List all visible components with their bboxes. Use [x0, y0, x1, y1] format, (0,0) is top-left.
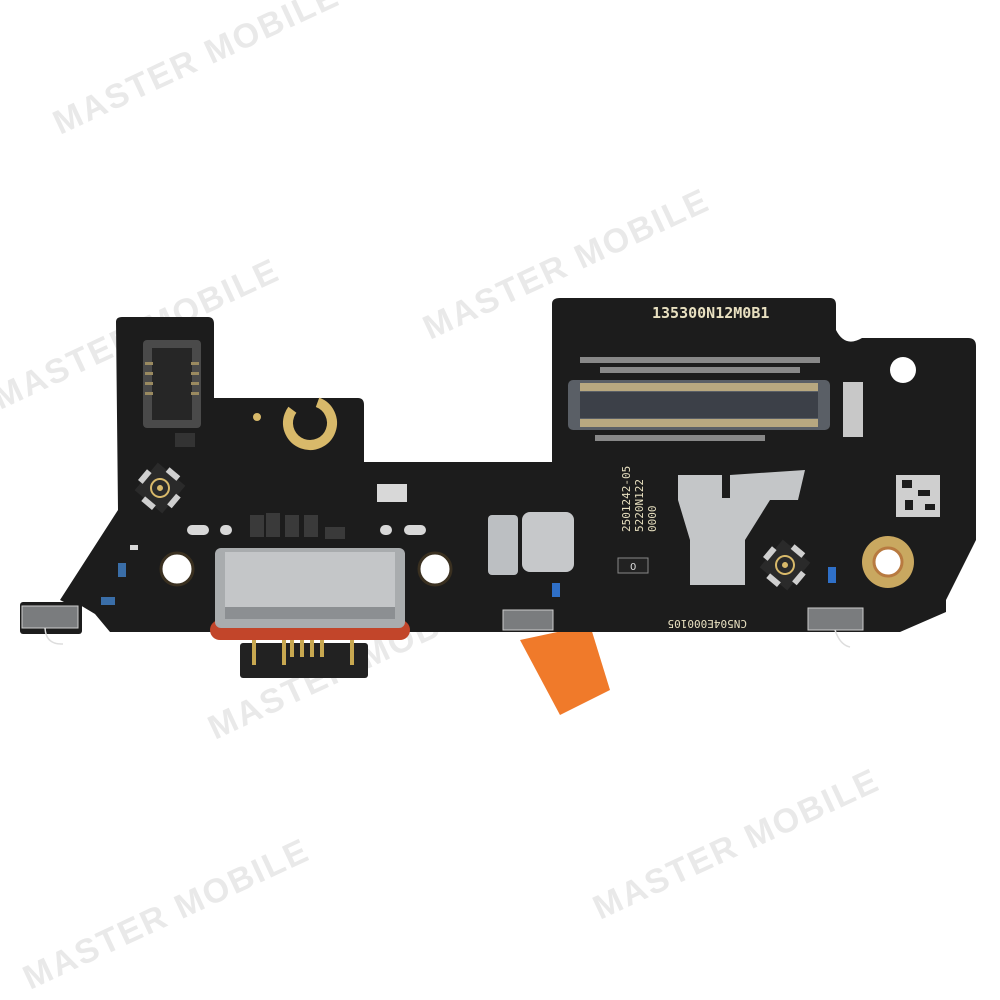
main-btb-connector	[568, 380, 830, 430]
spring-contact	[21, 605, 79, 645]
mounting-hole	[159, 551, 195, 587]
gold-dot	[253, 413, 261, 421]
mounting-hole	[890, 357, 916, 383]
small-btb-connector	[143, 340, 201, 447]
watermark: MASTER MOBILE	[47, 0, 345, 142]
usb-c-port	[210, 548, 410, 678]
spring-contact	[502, 609, 554, 631]
part-number-label: 135300N12M0B1	[652, 304, 769, 322]
side-label-3: 0000	[646, 506, 659, 533]
mounting-hole	[417, 551, 453, 587]
metal-clip	[843, 382, 863, 437]
bottom-label: CN504E000105	[668, 617, 747, 630]
mounting-hole	[872, 546, 904, 578]
spring-contact	[807, 607, 864, 648]
orange-flex-tape	[520, 625, 610, 715]
pads	[130, 484, 426, 550]
data-matrix-code	[896, 475, 940, 517]
watermark: MASTER MOBILE	[587, 761, 885, 927]
antenna-connector-right	[759, 539, 811, 591]
side-label-1: 2501242-05	[620, 466, 633, 532]
blue-capacitor	[118, 563, 126, 577]
resistor-mark: 0	[630, 562, 636, 573]
blue-capacitor	[101, 597, 115, 605]
side-label-2: 5220N122	[633, 479, 646, 532]
smd-components	[250, 513, 345, 539]
watermark: MASTER MOBILE	[17, 831, 315, 997]
resistor	[617, 557, 649, 574]
blue-capacitor	[552, 583, 560, 597]
metal-shield-small	[488, 515, 518, 575]
antenna-connector-left	[134, 462, 186, 514]
metal-y-shield	[678, 470, 805, 585]
blue-capacitor	[828, 567, 836, 583]
smd-array-top	[580, 357, 820, 441]
metal-shield-arrow	[522, 512, 574, 572]
gold-c-ring	[283, 396, 337, 450]
